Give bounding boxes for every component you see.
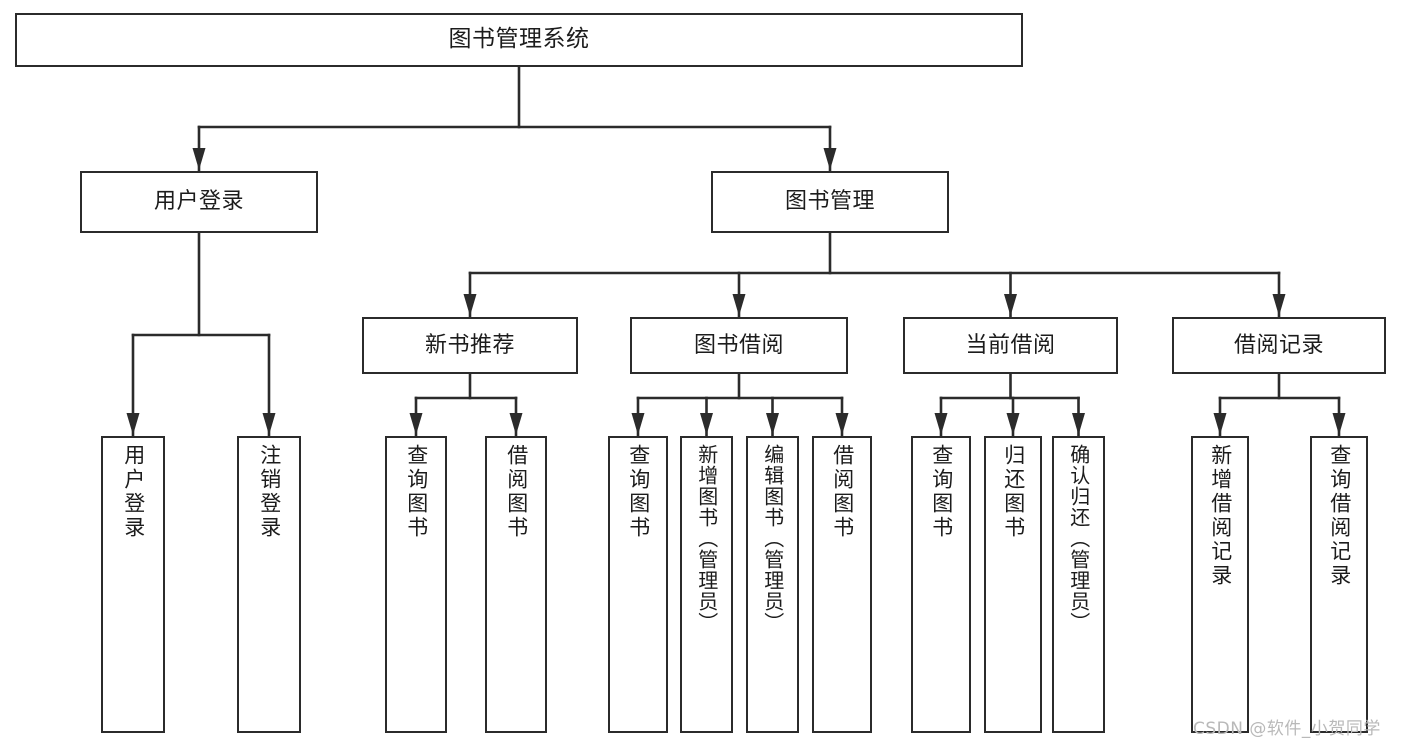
node-label: 当前借阅 <box>965 332 1056 358</box>
node-label: 借阅图书 <box>504 444 529 540</box>
arrowhead-icon <box>700 413 713 435</box>
arrowhead-icon <box>766 413 779 435</box>
node-root[interactable]: 图书管理系统 <box>15 13 1023 67</box>
arrowhead-icon <box>1072 413 1085 435</box>
node-label: 查询图书 <box>404 444 429 540</box>
node-book-manage[interactable]: 图书管理 <box>711 171 949 233</box>
arrowhead-icon <box>509 413 523 435</box>
node-label: 用户登录 <box>121 444 146 540</box>
node-leaf-logout[interactable]: 注销登录 <box>237 436 301 733</box>
node-new-book-rec[interactable]: 新书推荐 <box>362 317 578 374</box>
node-label: 图书管理系统 <box>448 26 590 53</box>
node-leaf-user-login[interactable]: 用户登录 <box>101 436 165 733</box>
node-leaf-borrow-book-1[interactable]: 借阅图书 <box>485 436 547 733</box>
node-current-borrow[interactable]: 当前借阅 <box>903 317 1118 374</box>
node-leaf-add-record[interactable]: 新增借阅记录 <box>1191 436 1249 733</box>
node-book-borrow[interactable]: 图书借阅 <box>630 317 848 374</box>
node-leaf-return-book[interactable]: 归还图书 <box>984 436 1042 733</box>
node-label: 图书管理 <box>784 189 875 215</box>
node-label: 查询图书 <box>929 444 954 540</box>
arrowhead-icon <box>262 413 276 435</box>
node-leaf-query-book-2[interactable]: 查询图书 <box>608 436 668 733</box>
node-leaf-query-book-1[interactable]: 查询图书 <box>385 436 447 733</box>
node-leaf-query-record[interactable]: 查询借阅记录 <box>1310 436 1368 733</box>
node-label: 图书借阅 <box>693 332 784 358</box>
arrowhead-icon <box>409 413 423 435</box>
node-label: 借阅图书 <box>830 444 855 540</box>
arrowhead-icon <box>1213 413 1227 435</box>
node-user-login[interactable]: 用户登录 <box>80 171 318 233</box>
arrowhead-icon <box>631 413 645 435</box>
node-label: 新增图书（管理员） <box>694 444 719 633</box>
node-label: 用户登录 <box>153 189 244 215</box>
arrowhead-icon <box>1332 413 1346 435</box>
node-leaf-edit-book[interactable]: 编辑图书（管理员） <box>746 436 799 733</box>
node-label: 新增借阅记录 <box>1208 444 1233 588</box>
arrowhead-icon <box>1006 413 1020 435</box>
node-label: 查询图书 <box>626 444 651 540</box>
node-label: 新书推荐 <box>424 332 515 358</box>
node-borrow-record[interactable]: 借阅记录 <box>1172 317 1386 374</box>
node-label: 归还图书 <box>1001 444 1026 540</box>
arrowhead-icon <box>463 294 477 316</box>
node-label: 编辑图书（管理员） <box>760 444 785 633</box>
arrowhead-icon <box>934 413 948 435</box>
watermark-text: CSDN @软件_小贺同学 <box>1193 719 1381 739</box>
arrowhead-icon <box>1272 294 1286 316</box>
node-leaf-confirm-return[interactable]: 确认归还（管理员） <box>1052 436 1105 733</box>
node-label: 查询借阅记录 <box>1327 444 1352 588</box>
node-leaf-add-book[interactable]: 新增图书（管理员） <box>680 436 733 733</box>
node-label: 注销登录 <box>257 444 282 540</box>
node-leaf-borrow-book-2[interactable]: 借阅图书 <box>812 436 872 733</box>
arrowhead-icon <box>823 148 837 170</box>
arrowhead-icon <box>126 413 140 435</box>
arrowhead-icon <box>835 413 849 435</box>
node-label: 借阅记录 <box>1233 332 1324 358</box>
arrowhead-icon <box>1004 294 1017 316</box>
arrowhead-icon <box>192 148 206 170</box>
node-leaf-query-book-3[interactable]: 查询图书 <box>911 436 971 733</box>
arrowhead-icon <box>732 294 746 316</box>
node-label: 确认归还（管理员） <box>1066 444 1091 633</box>
